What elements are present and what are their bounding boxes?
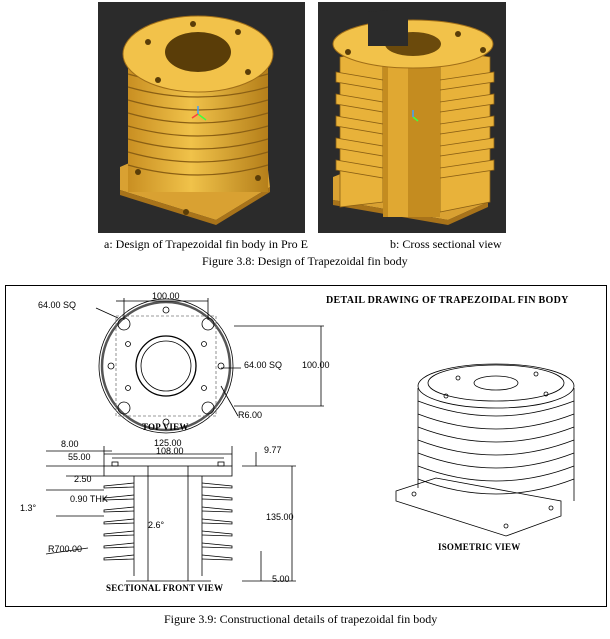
figure-3-8-caption: Figure 3.8: Design of Trapezoidal fin bo… <box>202 254 408 268</box>
detail-drawing-title: DETAIL DRAWING OF TRAPEZOIDAL FIN BODY <box>326 295 569 306</box>
section-fins-right <box>439 49 495 213</box>
isometric-view-label: ISOMETRIC VIEW <box>438 542 521 552</box>
sectional-front-view-geometry <box>45 446 296 582</box>
top-view-geometry <box>95 298 324 434</box>
isometric-view-geometry <box>395 363 575 537</box>
dim-100-vertical: 100.00 <box>302 360 330 370</box>
dim-100-horizontal: 100.00 <box>152 291 180 301</box>
dim-8: 8.00 <box>61 439 79 449</box>
dim-64-sq-right: 64.00 SQ <box>244 360 283 370</box>
figure-3-9-caption: Figure 3.9: Constructional details of tr… <box>164 612 438 626</box>
section-fins-left <box>335 49 384 208</box>
detail-drawing-frame: DETAIL DRAWING OF TRAPEZOIDAL FIN BODY 6… <box>5 285 607 607</box>
dim-125: 125.00 <box>154 438 182 448</box>
dim-090-thk: 0.90 THK <box>70 494 108 504</box>
dim-135: 135.00 <box>266 512 294 522</box>
dim-13-deg: 1.3° <box>20 503 37 513</box>
dim-r6: R6.00 <box>238 410 263 420</box>
dim-55: 55.00 <box>68 452 91 462</box>
dim-r700: R700.00 <box>48 544 83 554</box>
dim-64-sq-left: 64.00 SQ <box>38 300 77 310</box>
render-b-svg <box>332 8 495 225</box>
render-trapezoidal-fin-body <box>98 2 305 233</box>
render-cross-section <box>318 2 506 233</box>
caption-render-a: a: Design of Trapezoidal fin body in Pro… <box>104 237 308 251</box>
dim-26-deg: 2.6° <box>148 520 165 530</box>
dim-108: 108.00 <box>156 446 184 456</box>
top-view-label: TOP VIEW <box>142 422 189 432</box>
dim-5: 5.00 <box>272 574 290 584</box>
dim-977: 9.77 <box>264 445 282 455</box>
caption-render-b: b: Cross sectional view <box>390 237 502 251</box>
dim-250: 2.50 <box>74 474 92 484</box>
detail-drawing-svg <box>45 298 575 582</box>
sectional-front-view-label: SECTIONAL FRONT VIEW <box>106 583 224 593</box>
render-a-svg <box>120 15 274 225</box>
